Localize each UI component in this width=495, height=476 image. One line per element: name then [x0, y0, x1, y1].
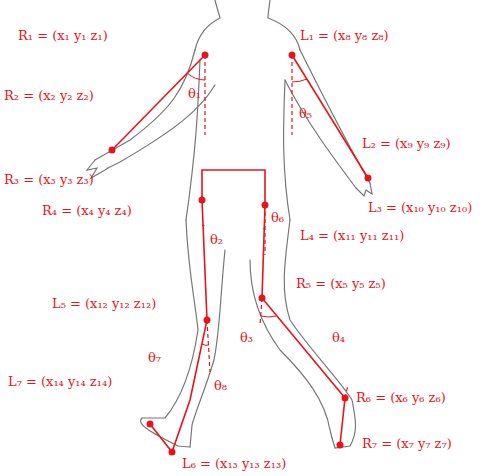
coordinate-label: θ₈: [214, 378, 227, 394]
skeleton-lines: [112, 55, 368, 452]
coordinate-label: R₇ = (x₇ y₇ z₇): [362, 436, 452, 452]
joint-dot: [202, 52, 209, 59]
right-arm-segment: [112, 55, 205, 150]
joint-dots: [109, 52, 372, 456]
joint-dot: [289, 52, 296, 59]
coordinate-label: R₃ = (x₃ y₃ z₃): [4, 172, 94, 188]
coordinate-label: L₄ = (x₁₁ y₁₁ z₁₁): [300, 228, 404, 244]
dashed-reference: [264, 205, 265, 255]
hip-segment: [202, 170, 265, 205]
coordinate-label: R₄ = (x₄ y₄ z₄): [42, 203, 132, 219]
coordinate-label: L₆ = (x₁₃ y₁₃ z₁₃): [182, 456, 286, 472]
angle-arcs: [187, 73, 307, 345]
angle-arc: [292, 79, 307, 82]
right-arm-outer: [95, 50, 195, 160]
coordinate-label: L₂ = (x₉ y₉ z₉): [362, 136, 451, 152]
right-arm-inner: [108, 85, 215, 168]
torso-left-side: [284, 80, 290, 220]
joint-dot: [169, 449, 176, 456]
joint-dot: [109, 147, 116, 154]
left-leg-segment: [150, 200, 207, 452]
neck-shoulder-left: [268, 0, 300, 50]
angle-arc: [202, 344, 209, 345]
coordinate-label: L₅ = (x₁₂ y₁₂ z₁₂): [52, 296, 156, 312]
dashed-reference: [291, 55, 292, 135]
coordinate-label: L₇ = (x₁₄ y₁₄ z₁₄): [8, 374, 112, 390]
coordinate-label: θ₃: [240, 330, 253, 346]
coordinate-label: θ₂: [210, 232, 223, 248]
joint-dot: [259, 295, 266, 302]
joint-dot: [204, 317, 211, 324]
coordinate-label: θ₇: [148, 350, 161, 366]
front-leg-outer: [141, 220, 198, 447]
angle-arc: [187, 73, 205, 80]
torso-right-side: [186, 60, 200, 220]
left-arm-segment: [292, 55, 368, 178]
front-leg-inner: [190, 250, 225, 447]
joint-dot: [147, 421, 154, 428]
left-hand: [356, 183, 372, 196]
coordinate-label: R₁ = (x₁ y₁ z₁): [18, 28, 108, 44]
reference-lines: [205, 55, 348, 398]
dashed-reference: [204, 55, 205, 135]
joint-dot: [262, 202, 269, 209]
coordinate-label: L₃ = (x₁₀ y₁₀ z₁₀): [368, 200, 472, 216]
coordinate-label: θ₁: [188, 86, 201, 102]
joint-dot: [342, 395, 349, 402]
joint-dot: [365, 175, 372, 182]
back-leg-outer: [284, 220, 355, 448]
angle-arc: [264, 228, 265, 229]
angle-arc: [202, 225, 204, 227]
coordinate-label: R₆ = (x₆ y₆ z₆): [356, 390, 446, 406]
body-outline: [87, 0, 372, 448]
dashed-reference: [207, 320, 210, 372]
dashed-reference: [260, 298, 262, 325]
coordinate-label: R₅ = (x₅ y₅ z₅): [296, 276, 386, 292]
left-arm-inner: [285, 80, 356, 188]
coordinate-label: θ₆: [271, 210, 284, 226]
neck-shoulder-right: [195, 0, 220, 50]
coordinate-label: θ₄: [332, 330, 345, 346]
joint-dot: [337, 442, 344, 449]
coordinate-label: L₁ = (x₈ y₈ z₈): [300, 28, 389, 44]
coordinate-label: R₂ = (x₂ y₂ z₂): [4, 88, 94, 104]
coordinate-label: θ₅: [299, 106, 312, 122]
joint-dot: [199, 197, 206, 204]
angle-arc: [261, 316, 276, 317]
